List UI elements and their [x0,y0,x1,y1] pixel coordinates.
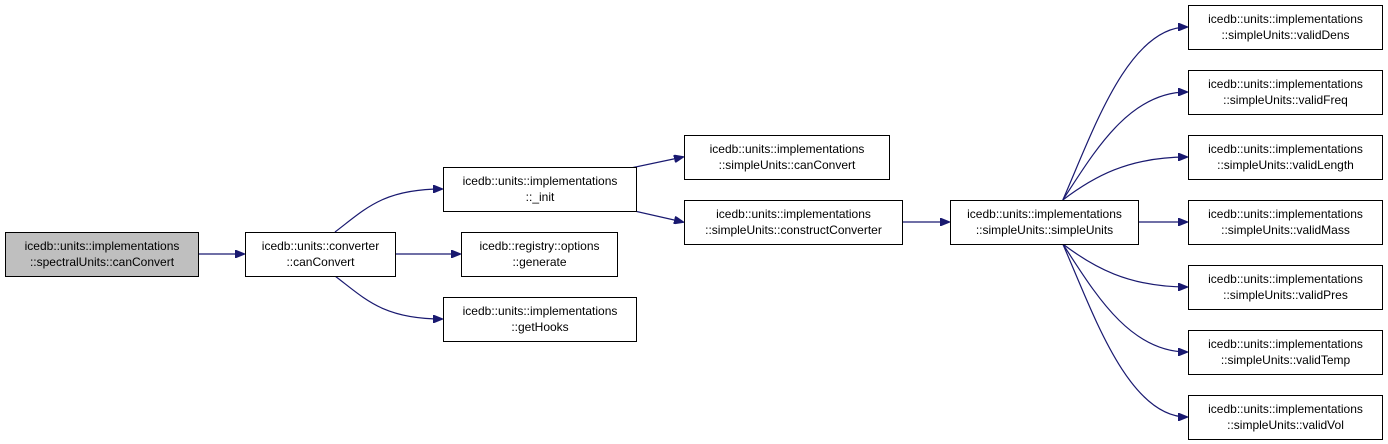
edge-su-simple-to-v-length [1062,157,1187,201]
node-label-line: icedb::units::implementations [710,142,865,156]
node-box [1188,135,1383,180]
node-box [684,135,890,180]
node-label-line: icedb::units::implementations [463,304,618,318]
node-box [1188,330,1383,375]
node-reg-gen[interactable]: icedb::registry::options::generate [461,232,618,277]
node-v-mass[interactable]: icedb::units::implementations::simpleUni… [1188,200,1383,245]
node-label-line: icedb::units::implementations [967,207,1122,221]
node-label-line: ::simpleUnits::validMass [1221,223,1350,237]
node-label-line: icedb::units::implementations [463,174,618,188]
edge-su-simple-to-v-freq [1062,92,1187,201]
node-box [1188,5,1383,50]
node-box [1188,70,1383,115]
node-label-line: icedb::units::implementations [1208,142,1363,156]
edge-conv-can-to-gethooks [334,275,442,319]
node-label-line: ::simpleUnits::canConvert [719,158,856,172]
node-v-dens[interactable]: icedb::units::implementations::simpleUni… [1188,5,1383,50]
node-label-line: icedb::units::implementations [1208,207,1363,221]
node-label-line: ::simpleUnits::validLength [1217,158,1354,172]
node-box [1188,395,1383,440]
node-init[interactable]: icedb::units::implementations::_init [443,167,637,212]
node-label-line: ::simpleUnits::simpleUnits [976,223,1113,237]
edge-su-simple-to-v-temp [1062,243,1187,352]
node-label-line: ::getHooks [511,320,568,334]
node-gethooks[interactable]: icedb::units::implementations::getHooks [443,297,637,342]
node-box [245,232,396,277]
node-v-temp[interactable]: icedb::units::implementations::simpleUni… [1188,330,1383,375]
node-root[interactable]: icedb::units::implementations::spectralU… [5,232,199,277]
node-v-length[interactable]: icedb::units::implementations::simpleUni… [1188,135,1383,180]
node-box [1188,200,1383,245]
node-box [443,167,637,212]
node-label-line: icedb::units::implementations [1208,402,1363,416]
node-label-line: ::spectralUnits::canConvert [30,255,175,269]
edge-conv-can-to-init [334,189,442,233]
node-label-line: icedb::units::implementations [1208,272,1363,286]
node-label-line: icedb::registry::options [479,239,599,253]
node-label-line: ::canConvert [286,255,355,269]
node-su-can[interactable]: icedb::units::implementations::simpleUni… [684,135,890,180]
node-label-line: icedb::units::implementations [716,207,871,221]
node-label-line: ::generate [512,255,566,269]
node-box [950,200,1139,245]
node-v-vol[interactable]: icedb::units::implementations::simpleUni… [1188,395,1383,440]
node-box [443,297,637,342]
node-label-line: icedb::units::implementations [1208,12,1363,26]
node-v-pres[interactable]: icedb::units::implementations::simpleUni… [1188,265,1383,310]
node-su-construct[interactable]: icedb::units::implementations::simpleUni… [684,200,903,245]
node-label-line: icedb::units::implementations [25,239,180,253]
node-label-line: icedb::units::converter [262,239,379,253]
edge-su-simple-to-v-vol [1062,243,1187,417]
node-v-freq[interactable]: icedb::units::implementations::simpleUni… [1188,70,1383,115]
node-label-line: ::simpleUnits::validTemp [1221,353,1351,367]
node-label-line: ::simpleUnits::constructConverter [705,223,882,237]
node-box [461,232,618,277]
node-box [1188,265,1383,310]
node-label-line: ::simpleUnits::validPres [1223,288,1348,302]
edge-su-simple-to-v-dens [1062,27,1187,201]
node-label-line: icedb::units::implementations [1208,337,1363,351]
node-label-line: ::simpleUnits::validVol [1227,418,1344,432]
node-su-simple[interactable]: icedb::units::implementations::simpleUni… [950,200,1139,245]
node-conv-can[interactable]: icedb::units::converter::canConvert [245,232,396,277]
edge-su-simple-to-v-pres [1062,243,1187,287]
node-box [684,200,903,245]
node-box [5,232,199,277]
node-label-line: ::simpleUnits::validFreq [1223,93,1348,107]
node-label-line: ::_init [526,190,555,204]
node-label-line: icedb::units::implementations [1208,77,1363,91]
node-label-line: ::simpleUnits::validDens [1221,28,1349,42]
